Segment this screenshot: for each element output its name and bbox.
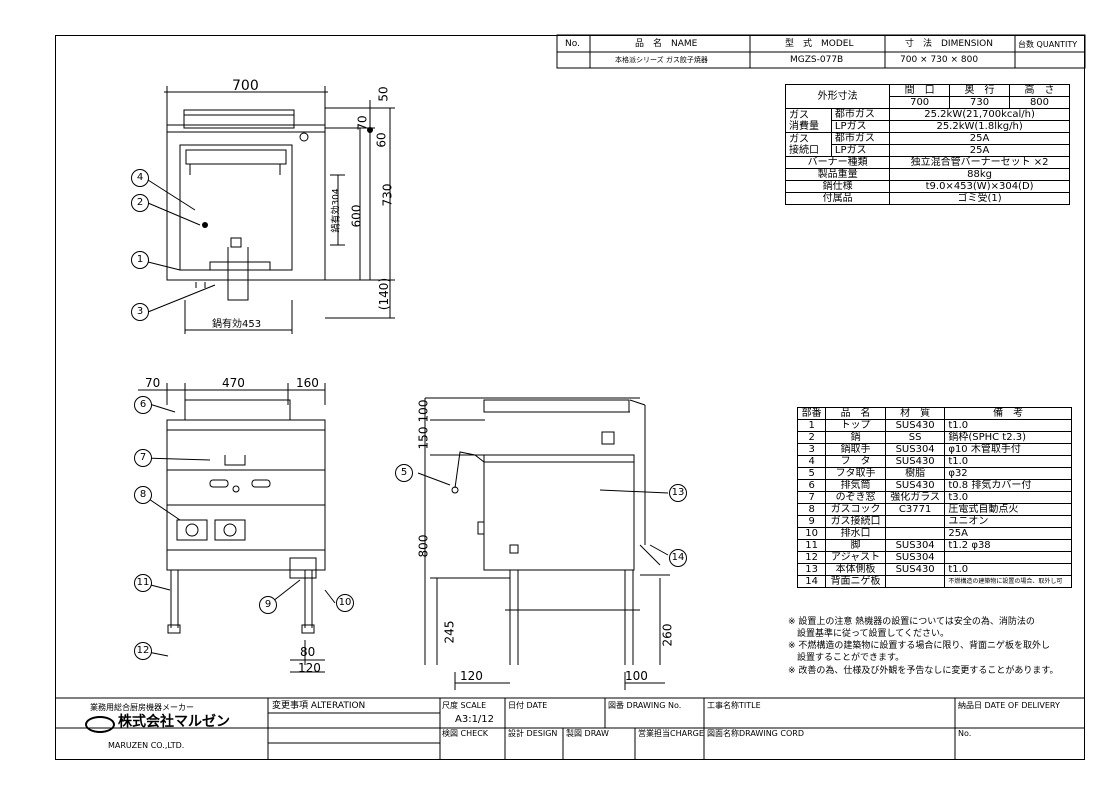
dim-top-width: 700 bbox=[232, 78, 259, 94]
bottom-title-block-lines bbox=[55, 697, 1085, 760]
top-view bbox=[147, 86, 395, 334]
gas-connection-label: ガス 接続口 bbox=[785, 132, 832, 157]
check-label: 検図 CHECK bbox=[442, 729, 489, 738]
front-view bbox=[138, 383, 336, 673]
dim-front-80: 80 bbox=[300, 645, 316, 659]
alteration-label: 変更事項 ALTERATION bbox=[272, 701, 366, 711]
part-balloon: 14 bbox=[669, 549, 687, 567]
design-label: 設計 DESIGN bbox=[508, 729, 558, 738]
dim-730: 730 bbox=[380, 183, 395, 207]
dim-side-120: 120 bbox=[460, 669, 483, 683]
product-name: 本格派シリーズ ガス餃子焼器 bbox=[615, 56, 708, 64]
part-balloon: 9 bbox=[259, 596, 277, 614]
dim-140: (140) bbox=[377, 277, 392, 311]
scale-value: A3:1/12 bbox=[455, 714, 495, 725]
drawing-no-label: 図番 DRAWING No. bbox=[608, 701, 682, 710]
company-logo-icon bbox=[85, 716, 115, 733]
delivery-no-label: No. bbox=[958, 729, 972, 738]
spec-table: 外形寸法 間 口 奥 行 高 さ 700 730 800 ガス 消費量 都市ガス… bbox=[784, 84, 1071, 205]
work-title-label: 工事名称TITLE bbox=[707, 701, 761, 710]
dim-side-100: 100 bbox=[416, 399, 431, 423]
dim-70: 70 bbox=[355, 115, 370, 131]
part-balloon: 10 bbox=[336, 594, 354, 612]
dim-front-470: 470 bbox=[222, 376, 245, 390]
dim-front-160: 160 bbox=[296, 376, 319, 390]
delivery-label: 納品日 DATE OF DELIVERY bbox=[958, 701, 1060, 710]
gas-consumption-label: ガス 消費量 bbox=[785, 108, 832, 133]
part-balloon: 13 bbox=[669, 484, 687, 502]
part-balloon: 5 bbox=[395, 464, 413, 482]
part-balloon: 8 bbox=[134, 486, 152, 504]
dim-side-800: 800 bbox=[416, 534, 431, 558]
dimension-value: 700 × 730 × 800 bbox=[900, 55, 979, 65]
part-balloon: 3 bbox=[131, 303, 149, 321]
note-line: ※ 不燃構造の建築物に設置する場合に限り、背面ニゲ板を取外し bbox=[788, 641, 1051, 651]
dim-side-100b: 100 bbox=[625, 669, 648, 683]
part-balloon: 7 bbox=[134, 449, 152, 467]
dim-side-260: 260 bbox=[660, 623, 675, 647]
part-balloon: 12 bbox=[134, 642, 152, 660]
no-label: No. bbox=[565, 39, 580, 49]
date-label: 日付 DATE bbox=[508, 701, 548, 710]
company-name-en: MARUZEN CO.,LTD. bbox=[108, 741, 185, 750]
dim-pan453: 鍋有効453 bbox=[212, 319, 262, 330]
part-balloon: 2 bbox=[131, 194, 149, 212]
name-label: 品 名 NAME bbox=[635, 39, 698, 49]
part-material bbox=[884, 575, 946, 588]
quantity-label: 台数 QUANTITY bbox=[1018, 40, 1078, 49]
lp-gas-label-2: LPガス bbox=[830, 144, 891, 157]
maker-caption: 業務用総合厨房機器メーカー bbox=[90, 703, 194, 712]
drawing-code-label: 図面名称DRAWING CORD bbox=[707, 729, 805, 738]
scale-label: 尺度 SCALE bbox=[442, 701, 487, 710]
part-remarks: 不燃構造の建築物に設置の場合、取外し可 bbox=[944, 575, 1072, 588]
dim-side-245: 245 bbox=[442, 620, 457, 644]
note-line: 設置基準に従って設置してください。 bbox=[788, 629, 950, 639]
part-balloon: 4 bbox=[131, 169, 149, 187]
part-balloon: 11 bbox=[134, 574, 152, 592]
dim-pan304: 鍋有効304 bbox=[331, 188, 342, 233]
company-name: 株式会社マルゼン bbox=[118, 714, 230, 730]
note-line: 設置することができます。 bbox=[788, 653, 905, 663]
accessory-label: 付属品 bbox=[784, 192, 891, 205]
dim-50: 50 bbox=[376, 86, 391, 102]
part-material: SUS430 bbox=[884, 563, 946, 576]
part-balloon: 6 bbox=[134, 396, 152, 414]
dim-front-70: 70 bbox=[145, 376, 161, 390]
draw-label: 製図 DRAW bbox=[566, 729, 609, 738]
note-line: ※ 改善の為、仕様及び外観を予告なしに変更することがあります。 bbox=[788, 666, 1059, 676]
note-line: ※ 設置上の注意 熱機器の設置については安全の為、消防法の bbox=[788, 617, 1035, 627]
parts-header-row: 部番 品 名 材 質 備 考 bbox=[796, 407, 1072, 420]
charge-label: 営業担当CHARGE bbox=[638, 729, 704, 738]
accessory-value: ゴミ受(1) bbox=[889, 192, 1070, 205]
model-value: MGZS-077B bbox=[790, 55, 844, 65]
dim-600: 600 bbox=[349, 204, 364, 228]
dim-front-120: 120 bbox=[298, 661, 321, 675]
part-balloon: 1 bbox=[131, 251, 149, 269]
model-label: 型 式 MODEL bbox=[785, 39, 854, 49]
dim-side-150: 150 bbox=[416, 426, 431, 450]
dimension-label: 寸 法 DIMENSION bbox=[905, 39, 993, 49]
side-view bbox=[417, 397, 670, 690]
dim-60: 60 bbox=[374, 132, 389, 148]
part-no: 14 bbox=[796, 575, 827, 588]
